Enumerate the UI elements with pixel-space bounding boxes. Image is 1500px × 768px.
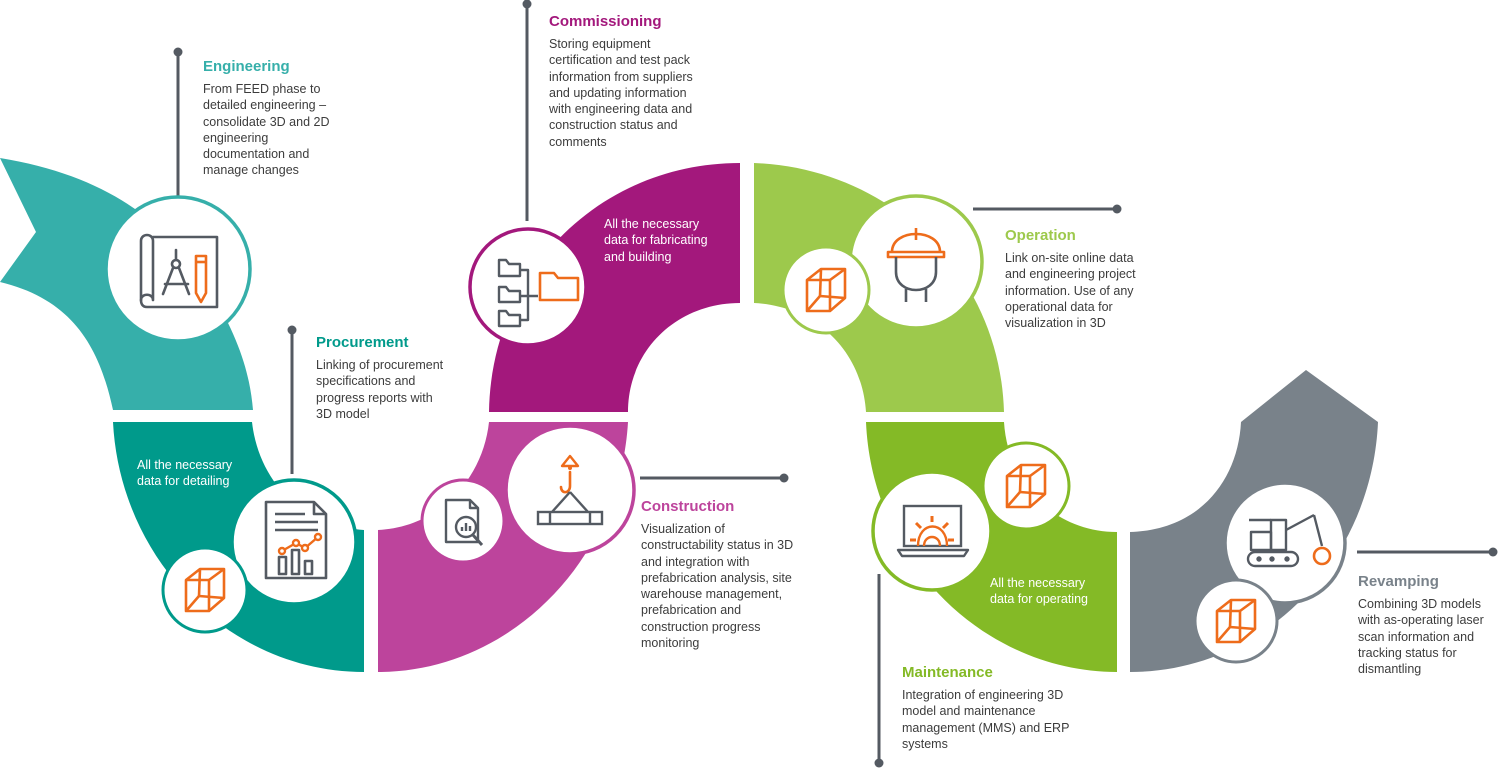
- commissioning-band: [489, 163, 740, 412]
- band-label-line: data for detailing: [137, 474, 230, 489]
- maintenance-text: Maintenance Integration of engineering 3…: [902, 664, 1069, 752]
- construction-line: Visualization of: [641, 522, 725, 536]
- engineering-text: Engineering From FEED phase to detailed …: [203, 58, 329, 179]
- maintenance-box-circle: [981, 441, 1071, 531]
- construction-line: prefabrication analysis, site: [641, 570, 792, 585]
- band-label-line: All the necessary: [990, 576, 1086, 590]
- construction-title: Construction: [641, 498, 735, 515]
- commissioning-line: construction status and: [549, 118, 678, 133]
- procurement-text: Procurement Linking of procurement speci…: [316, 334, 443, 422]
- revamping-line: tracking status for: [1358, 645, 1457, 660]
- commissioning-text: Commissioning Storing equipment certific…: [549, 13, 693, 150]
- operation-title: Operation: [1005, 227, 1076, 244]
- procurement-title: Procurement: [316, 334, 409, 351]
- construction-line: and integration with: [641, 554, 750, 569]
- folder-tree-icon: [497, 258, 538, 328]
- maintenance-line: systems: [902, 736, 948, 751]
- band-label-line: All the necessary: [604, 217, 700, 231]
- band-label-fabricating: All the necessary data for fabricating a…: [604, 216, 708, 265]
- maintenance-line: management (MMS) and ERP: [902, 720, 1070, 735]
- maintenance-circle: [871, 470, 993, 592]
- operation-line: Link on-site online data: [1005, 251, 1134, 265]
- revamping-box-circle: [1193, 578, 1279, 664]
- report-chart-icon: [264, 500, 328, 580]
- procurement-box-circle: [161, 546, 249, 634]
- commissioning-line: and updating information: [549, 85, 687, 100]
- operation-box-circle: [781, 245, 871, 335]
- commissioning-title: Commissioning: [549, 13, 662, 30]
- engineering-title: Engineering: [203, 58, 290, 75]
- construction-text: Construction Visualization of constructa…: [641, 498, 793, 651]
- operation-line: and engineering project: [1005, 267, 1136, 282]
- revamping-line: Combining 3D models: [1358, 597, 1481, 611]
- excavator-wrecking-ball-icon: [1246, 513, 1324, 568]
- band-label-line: data for operating: [990, 592, 1088, 607]
- commissioning-line: with engineering data and: [549, 102, 693, 117]
- revamping-line: scan information and: [1358, 629, 1475, 644]
- commissioning-line: information from suppliers: [549, 69, 693, 84]
- maintenance-line: model and maintenance: [902, 704, 1036, 719]
- band-label-detailing: All the necessary data for detailing: [137, 457, 232, 490]
- operation-line: operational data for: [1005, 299, 1113, 314]
- procurement-line: Linking of procurement: [316, 358, 444, 372]
- crane-hook-icon: [536, 454, 604, 526]
- revamping-line: with as-operating laser: [1358, 613, 1484, 628]
- operation-line: information. Use of any: [1005, 283, 1134, 298]
- document-search-icon: [444, 498, 484, 547]
- revamping-title: Revamping: [1358, 573, 1439, 590]
- blueprint-compass-icon: [139, 233, 219, 309]
- commissioning-line: certification and test pack: [549, 53, 691, 68]
- laptop-gear-icon: [896, 504, 970, 558]
- engineering-line: documentation and: [203, 147, 310, 162]
- maintenance-title: Maintenance: [902, 664, 993, 681]
- commissioning-line: Storing equipment: [549, 37, 651, 51]
- construction-line: constructability status in 3D: [641, 538, 794, 553]
- band-label-operating: All the necessary data for operating: [990, 575, 1088, 608]
- procurement-line: 3D model: [316, 406, 370, 421]
- construction-line: prefabrication and: [641, 603, 742, 618]
- operation-text: Operation Link on-site online data and e…: [1005, 227, 1136, 331]
- commissioning-line: comments: [549, 134, 607, 149]
- operation-circle: [848, 194, 984, 330]
- construction-line: warehouse management,: [641, 587, 783, 602]
- engineering-line: manage changes: [203, 163, 299, 178]
- engineering-line: From FEED phase to: [203, 82, 321, 96]
- engineering-line: consolidate 3D and 2D: [203, 114, 330, 129]
- construction-line: monitoring: [641, 636, 700, 651]
- band-label-line: All the necessary: [137, 458, 233, 472]
- engineering-line: detailed engineering –: [203, 98, 327, 113]
- procurement-line: specifications and: [316, 374, 416, 389]
- construction-doc-circle: [420, 478, 506, 564]
- maintenance-line: Integration of engineering 3D: [902, 688, 1064, 702]
- worker-helmet-icon: [886, 228, 946, 302]
- band-label-line: data for fabricating: [604, 233, 708, 248]
- revamping-line: dismantling: [1358, 662, 1422, 677]
- band-label-line: and building: [604, 249, 672, 264]
- construction-line: construction progress: [641, 619, 761, 634]
- procurement-line: progress reports with: [316, 390, 433, 405]
- revamping-text: Revamping Combining 3D models with as-op…: [1358, 573, 1484, 677]
- operation-line: visualization in 3D: [1005, 316, 1106, 331]
- engineering-line: engineering: [203, 130, 269, 145]
